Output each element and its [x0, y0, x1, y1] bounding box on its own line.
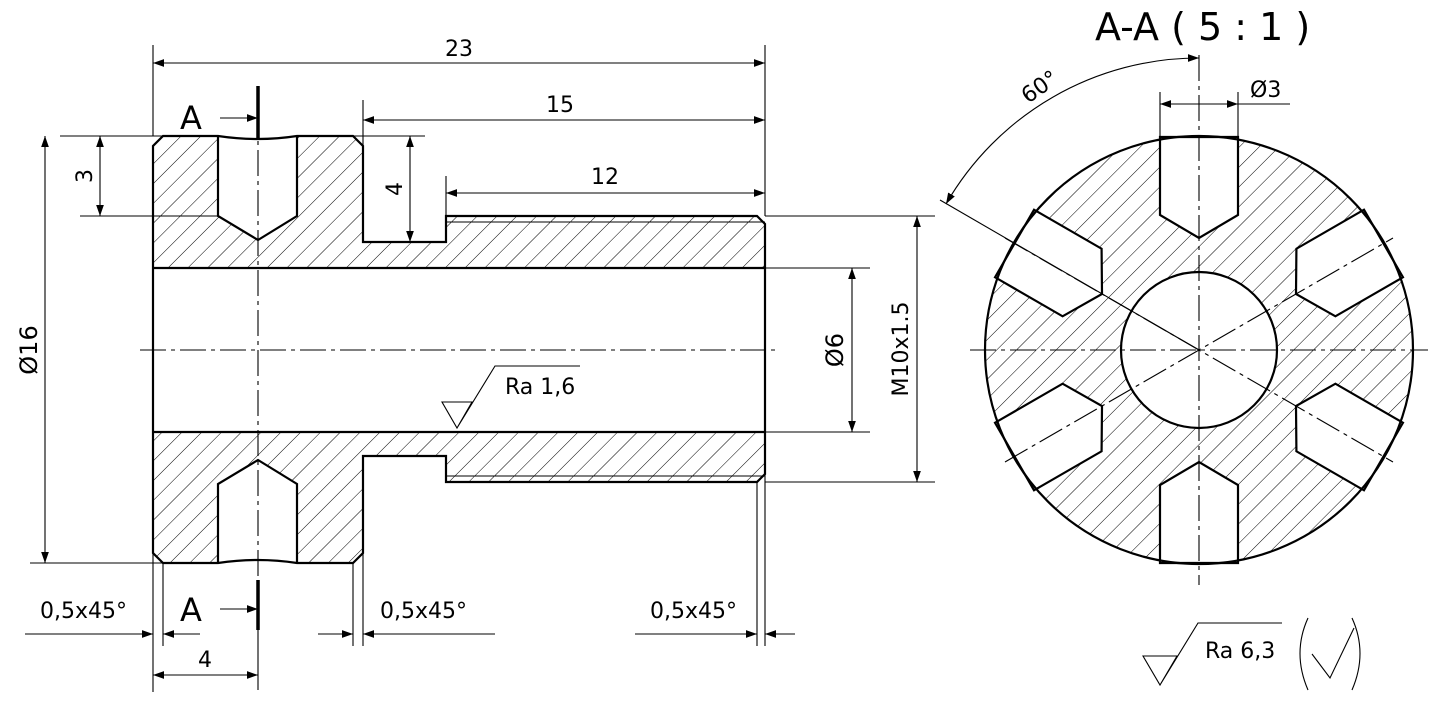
dim-bore-diameter: Ø6 — [821, 333, 849, 367]
section-title: A-A ( 5 : 1 ) — [1095, 5, 1310, 49]
general-roughness-block: Ra 6,3 — [1142, 617, 1361, 691]
dim-depth-3: 3 — [73, 169, 98, 183]
radial-hole-bottom — [216, 458, 299, 563]
chamfer-left: 0,5x45° — [40, 599, 127, 624]
check-symbol — [1311, 627, 1355, 680]
bore-roughness: Ra 1,6 — [505, 375, 575, 400]
paren-right — [1351, 617, 1361, 691]
chamfer-middle: 0,5x45° — [380, 599, 467, 624]
dim-depth-4: 4 — [383, 182, 408, 196]
dim-overall-length: 23 — [445, 37, 473, 62]
angle-arc-60 — [945, 54, 1200, 205]
angle-60: 60° — [1017, 66, 1063, 109]
section-aa-view: A-A ( 5 : 1 ) — [939, 5, 1428, 585]
radial-holes — [993, 135, 1405, 565]
dim-length-15: 15 — [546, 93, 574, 118]
side-view-hatch — [153, 136, 765, 563]
chamfer-right: 0,5x45° — [650, 599, 737, 624]
dim-hole-diameter: Ø3 — [1250, 78, 1281, 103]
cut-label-bottom: A — [180, 591, 202, 629]
general-roughness: Ra 6,3 — [1205, 639, 1275, 664]
dim-thread: M10x1.5 — [889, 302, 914, 397]
dim-length-12: 12 — [591, 165, 619, 190]
paren-left — [1299, 617, 1309, 691]
side-dimensions: 23 15 12 3 4 Ø16 Ø6 M10x1.5 Ra 1,6 — [15, 37, 935, 692]
side-section-view: A A — [140, 86, 780, 630]
cut-label-top: A — [180, 99, 202, 137]
roughness-symbol-general — [1142, 622, 1282, 687]
dim-outer-diameter: Ø16 — [15, 325, 43, 374]
roughness-symbol-bore — [441, 365, 580, 430]
dim-hole-offset: 4 — [198, 648, 212, 673]
